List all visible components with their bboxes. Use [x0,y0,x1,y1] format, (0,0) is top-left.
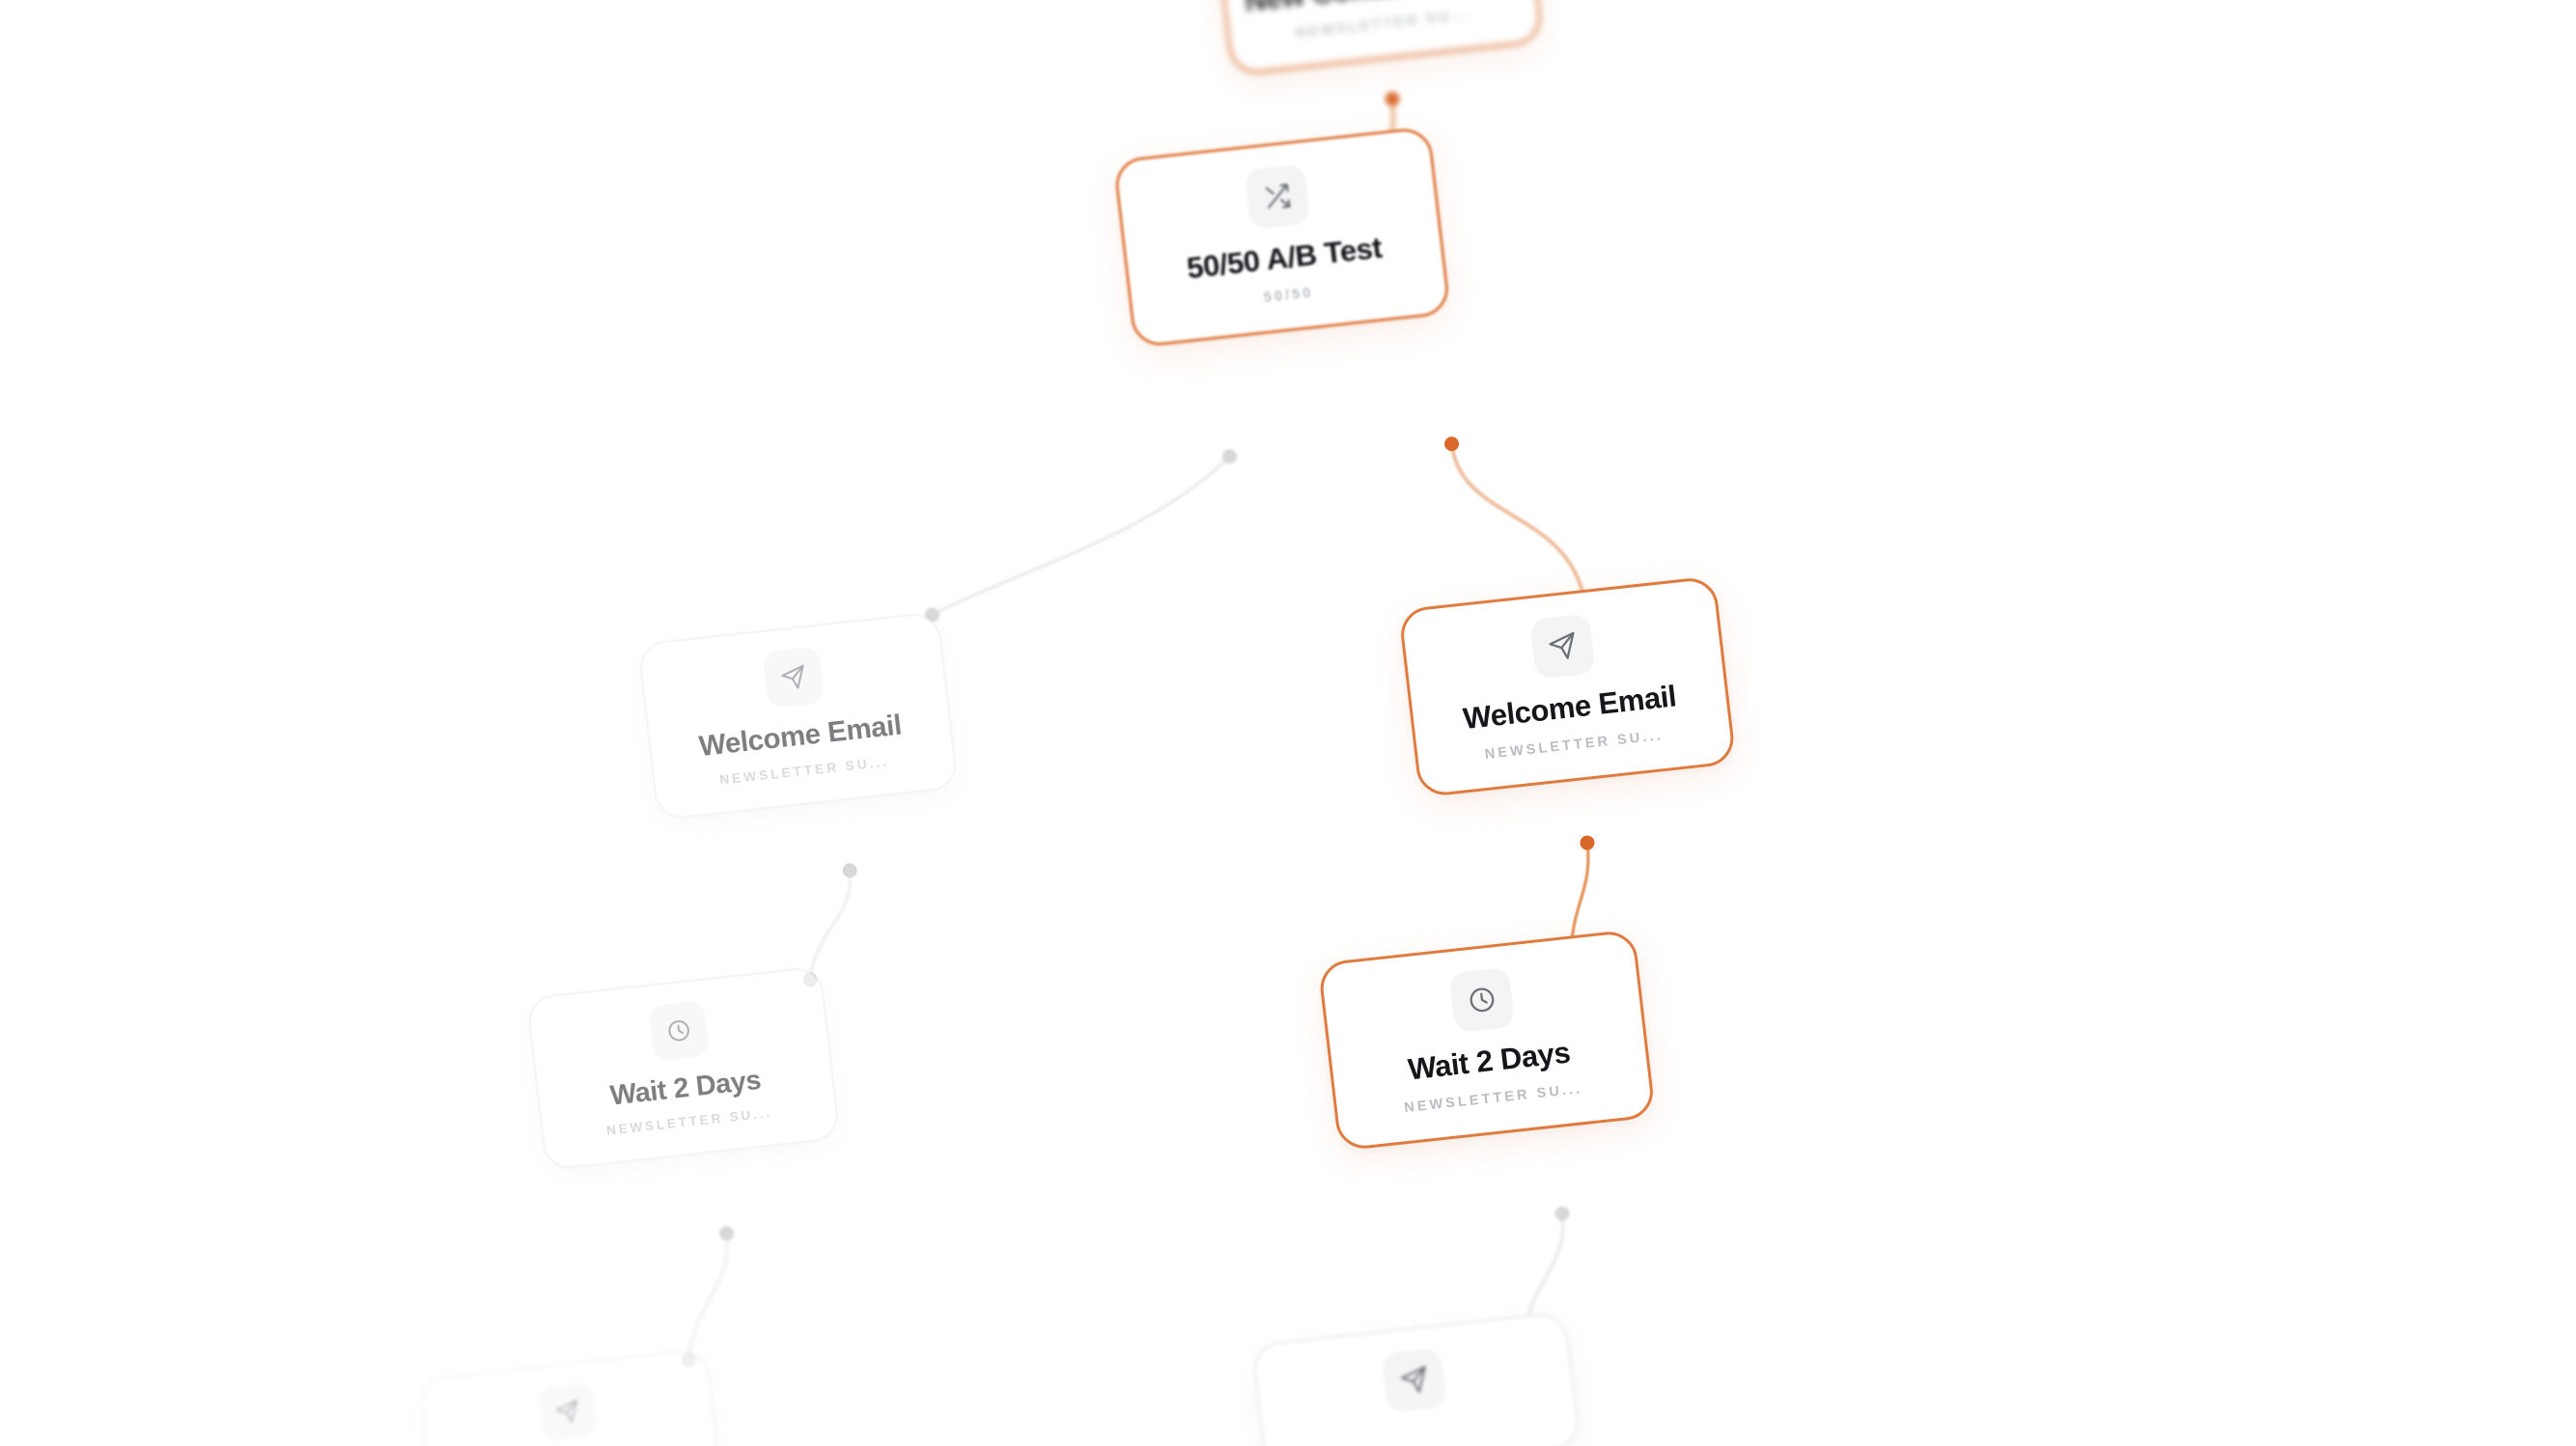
connector-dot-split-out-left[interactable] [1221,448,1238,465]
node-ab-test[interactable]: 50/50 A/B Test 50/50 [1112,125,1452,348]
connector-dot-split-out-right[interactable] [1443,435,1460,453]
connector-dot-left-wait-out[interactable] [718,1225,735,1241]
connector-dot-trigger-out[interactable] [1384,91,1401,107]
edge-left-wait-last [686,1232,729,1362]
node-title: Wait 2 Days [1406,1035,1573,1087]
node-subtitle: NEWSLETTER SU... [605,1105,773,1139]
clock-icon [648,1000,711,1062]
node-right-wait-2-days[interactable]: Wait 2 Days NEWSLETTER SU... [1317,929,1657,1152]
node-title: Welcome Email [1461,679,1678,737]
split-icon [1244,163,1311,231]
node-right-welcome-email[interactable]: Welcome Email NEWSLETTER SU... [1397,575,1737,798]
node-subtitle: NEWSLETTER SU... [1483,727,1665,763]
node-left-wait-2-days[interactable]: Wait 2 Days NEWSLETTER SU... [525,965,841,1171]
node-subtitle: NEWSLETTER SU... [1403,1080,1584,1116]
node-new-contact-added[interactable]: New Contact Added NEWSLETTER SU... [1210,0,1544,76]
edge-split-right-email [1449,441,1587,602]
node-title: Wait 2 Days [608,1063,763,1112]
clock-icon [1448,966,1516,1033]
connector-dot-left-email-out[interactable] [841,862,858,879]
node-subtitle: 50/50 [1263,285,1315,306]
send-icon [537,1381,599,1442]
node-left-next[interactable]: Your F [417,1348,724,1446]
node-left-welcome-email[interactable]: Welcome Email NEWSLETTER SU... [637,611,959,820]
node-title: 50/50 A/B Test [1185,230,1385,286]
node-title: Welcome Email [697,709,904,763]
send-icon [1529,613,1596,680]
node-subtitle: NEWSLETTER SU... [718,754,890,788]
send-icon [762,646,826,709]
node-right-next[interactable] [1251,1311,1582,1446]
connector-dot-right-wait-out[interactable] [1554,1205,1571,1222]
connector-dot-right-email-out[interactable] [1579,834,1596,851]
send-icon [1381,1348,1447,1413]
edge-left-email-wait [808,869,853,982]
edge-split-left-email [930,455,1232,617]
node-subtitle: NEWSLETTER SU... [1295,7,1472,42]
